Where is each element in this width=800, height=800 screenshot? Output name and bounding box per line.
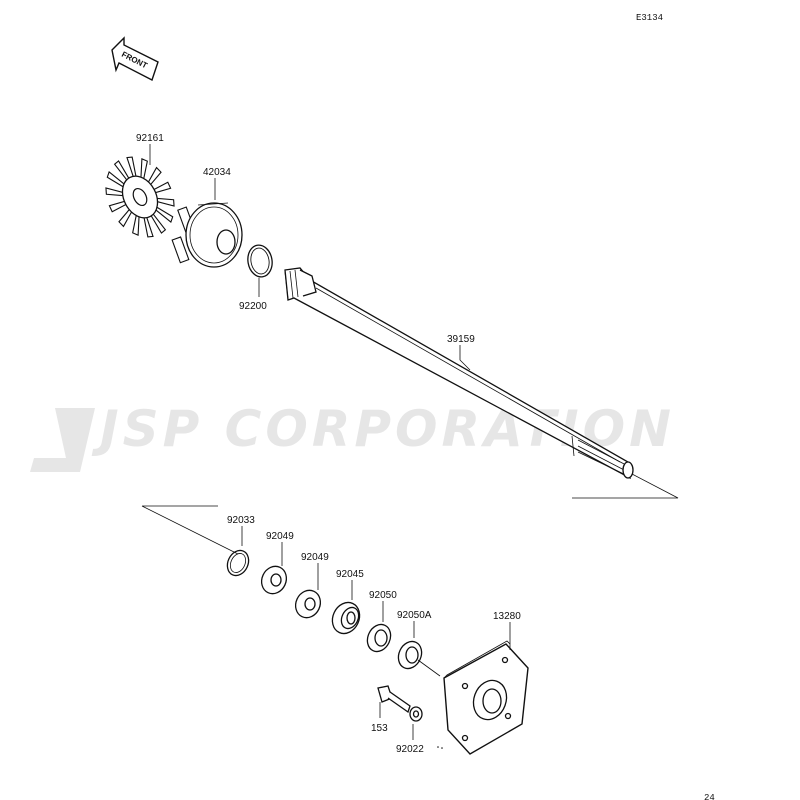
part-label-92200: 92200 [239,301,267,312]
circlip-92033 [141,505,250,577]
part-label-92049-a: 92049 [266,531,294,542]
part-label-92161: 92161 [136,133,164,144]
page-number: 24 [704,793,715,800]
part-label-92045: 92045 [336,569,364,580]
front-arrow-icon [111,36,159,81]
seal-92050a [397,640,423,670]
washer-92049-b [294,589,322,619]
washer-92022 [409,706,423,722]
part-labels: 92161 42034 92200 39159 92033 92049 9204… [136,133,521,755]
ring-92200 [247,244,273,278]
cover-plate-13280 [443,640,529,755]
part-label-92050: 92050 [369,590,397,601]
diagram-code: E3134 [636,13,663,23]
part-label-153: 153 [371,723,388,734]
bolt-153 [377,685,411,714]
part-label-92033: 92033 [227,515,255,526]
washer-92049-a [260,565,288,595]
watermark-logo-mark [30,408,95,472]
impeller-92161 [105,156,175,238]
part-label-42034: 42034 [203,167,231,178]
drive-shaft-39159 [284,267,634,480]
pump-housing-42034 [171,202,243,268]
seal-92050 [366,623,392,653]
part-label-39159: 39159 [447,334,475,345]
part-label-13280: 13280 [493,611,521,622]
bearing-92045 [331,601,361,635]
part-label-92050a: 92050A [397,610,432,621]
part-label-92049-b: 92049 [301,552,329,563]
part-label-92022: 92022 [396,744,424,755]
front-arrow: FRONT [111,36,159,81]
